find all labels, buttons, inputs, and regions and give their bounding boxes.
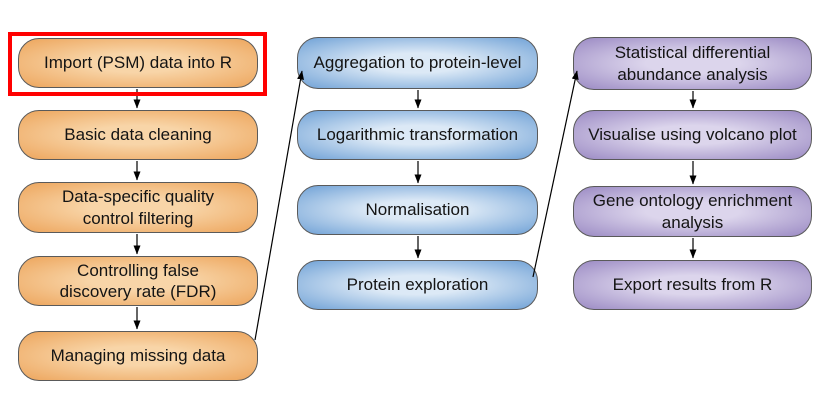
flow-step-label: Controlling false discovery rate (FDR) <box>59 260 217 301</box>
flow-step-normalisation: Normalisation <box>297 185 538 235</box>
flow-step-managing-missing-data: Managing missing data <box>18 331 258 381</box>
flow-step-label: Statistical differential abundance analy… <box>614 43 771 84</box>
flow-step-gene-ontology-enrichment-analysis: Gene ontology enrichment analysis <box>573 186 812 237</box>
flow-step-label: Aggregation to protein-level <box>313 53 522 73</box>
flow-step-import-psm-data-into-r: Import (PSM) data into R <box>18 38 258 88</box>
flow-step-basic-data-cleaning: Basic data cleaning <box>18 110 258 160</box>
flow-step-label: Protein exploration <box>346 275 489 295</box>
flow-step-export-results-from-r: Export results from R <box>573 260 812 310</box>
flow-step-logarithmic-transformation: Logarithmic transformation <box>297 110 538 160</box>
flow-step-controlling-false-discovery-rate-fdr: Controlling false discovery rate (FDR) <box>18 256 258 306</box>
flow-step-label: Normalisation <box>365 200 470 220</box>
flow-step-label: Import (PSM) data into R <box>43 53 232 73</box>
flow-step-protein-exploration: Protein exploration <box>297 260 538 310</box>
connector-arrow-exploration-to-statistical <box>532 70 579 278</box>
flow-step-label: Gene ontology enrichment analysis <box>592 191 793 232</box>
flow-step-label: Data-specific quality control filtering <box>61 187 215 228</box>
flow-step-label: Export results from R <box>612 275 773 295</box>
flow-step-label: Managing missing data <box>50 346 226 366</box>
flow-step-label: Basic data cleaning <box>64 125 212 145</box>
flow-step-label: Visualise using volcano plot <box>588 125 797 145</box>
flow-step-aggregation-to-protein-level: Aggregation to protein-level <box>297 37 538 89</box>
flow-step-label: Logarithmic transformation <box>316 125 519 145</box>
flow-step-visualise-using-volcano-plot: Visualise using volcano plot <box>573 110 812 160</box>
connector-arrow-missing-to-aggregation <box>254 70 304 341</box>
flow-step-statistical-differential-abundance-analysi: Statistical differential abundance analy… <box>573 37 812 90</box>
flow-step-data-specific-quality-control-filtering: Data-specific quality control filtering <box>18 182 258 233</box>
highlight-frame <box>8 32 267 96</box>
